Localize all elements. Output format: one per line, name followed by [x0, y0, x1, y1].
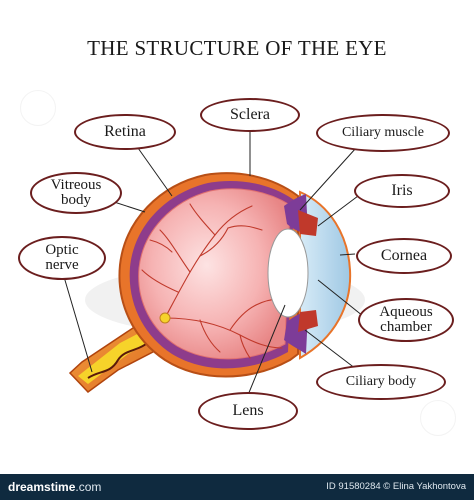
label-cornea: Cornea	[356, 238, 452, 274]
label-sclera-text: Sclera	[230, 106, 270, 123]
diagram-title: THE STRUCTURE OF THE EYE	[87, 36, 387, 60]
label-lens: Lens	[198, 392, 298, 430]
label-aqueous-line2: chamber	[380, 319, 432, 335]
label-aqueous-line1: Aqueous	[379, 304, 433, 320]
label-ciliary-muscle: Ciliary muscle	[316, 114, 450, 152]
lens-shape	[267, 228, 309, 318]
iris-bottom-shape	[298, 310, 318, 332]
label-optic-line2: nerve	[45, 257, 79, 273]
label-cornea-text: Cornea	[380, 247, 428, 264]
label-sclera: Sclera	[200, 98, 300, 132]
watermark-mark	[420, 400, 456, 436]
iris-top-shape	[298, 210, 318, 236]
label-vitreous-body: Vitreous body	[30, 172, 122, 214]
footer-brand-suffix: .com	[75, 480, 102, 494]
footer-brand: dreamstime.com	[8, 480, 101, 494]
watermark-mark	[20, 90, 56, 126]
label-ciliary-muscle-text: Ciliary muscle	[341, 125, 425, 140]
label-vitreous-line1: Vitreous	[50, 177, 102, 193]
label-lens-text: Lens	[232, 402, 264, 419]
footer-bar: dreamstime.com ID 91580284 © Elina Yakho…	[0, 474, 474, 500]
label-ciliary-body-text: Ciliary body	[345, 374, 417, 389]
label-retina-text: Retina	[104, 123, 146, 140]
optic-disc	[159, 312, 171, 324]
label-optic-nerve: Optic nerve	[18, 236, 106, 280]
vitreous-body-shape	[138, 188, 291, 360]
label-ciliary-body: Ciliary body	[316, 364, 446, 400]
footer-brand-main: dreamstime	[8, 480, 76, 494]
label-optic-line1: Optic	[45, 242, 79, 258]
footer-credit: ID 91580284 © Elina Yakhontova	[326, 481, 466, 492]
label-iris-text: Iris	[391, 182, 413, 199]
label-vitreous-line2: body	[60, 192, 91, 208]
leader-lines	[61, 128, 369, 396]
label-retina: Retina	[74, 114, 176, 150]
label-aqueous-chamber: Aqueous chamber	[358, 298, 454, 342]
label-iris: Iris	[354, 174, 450, 208]
